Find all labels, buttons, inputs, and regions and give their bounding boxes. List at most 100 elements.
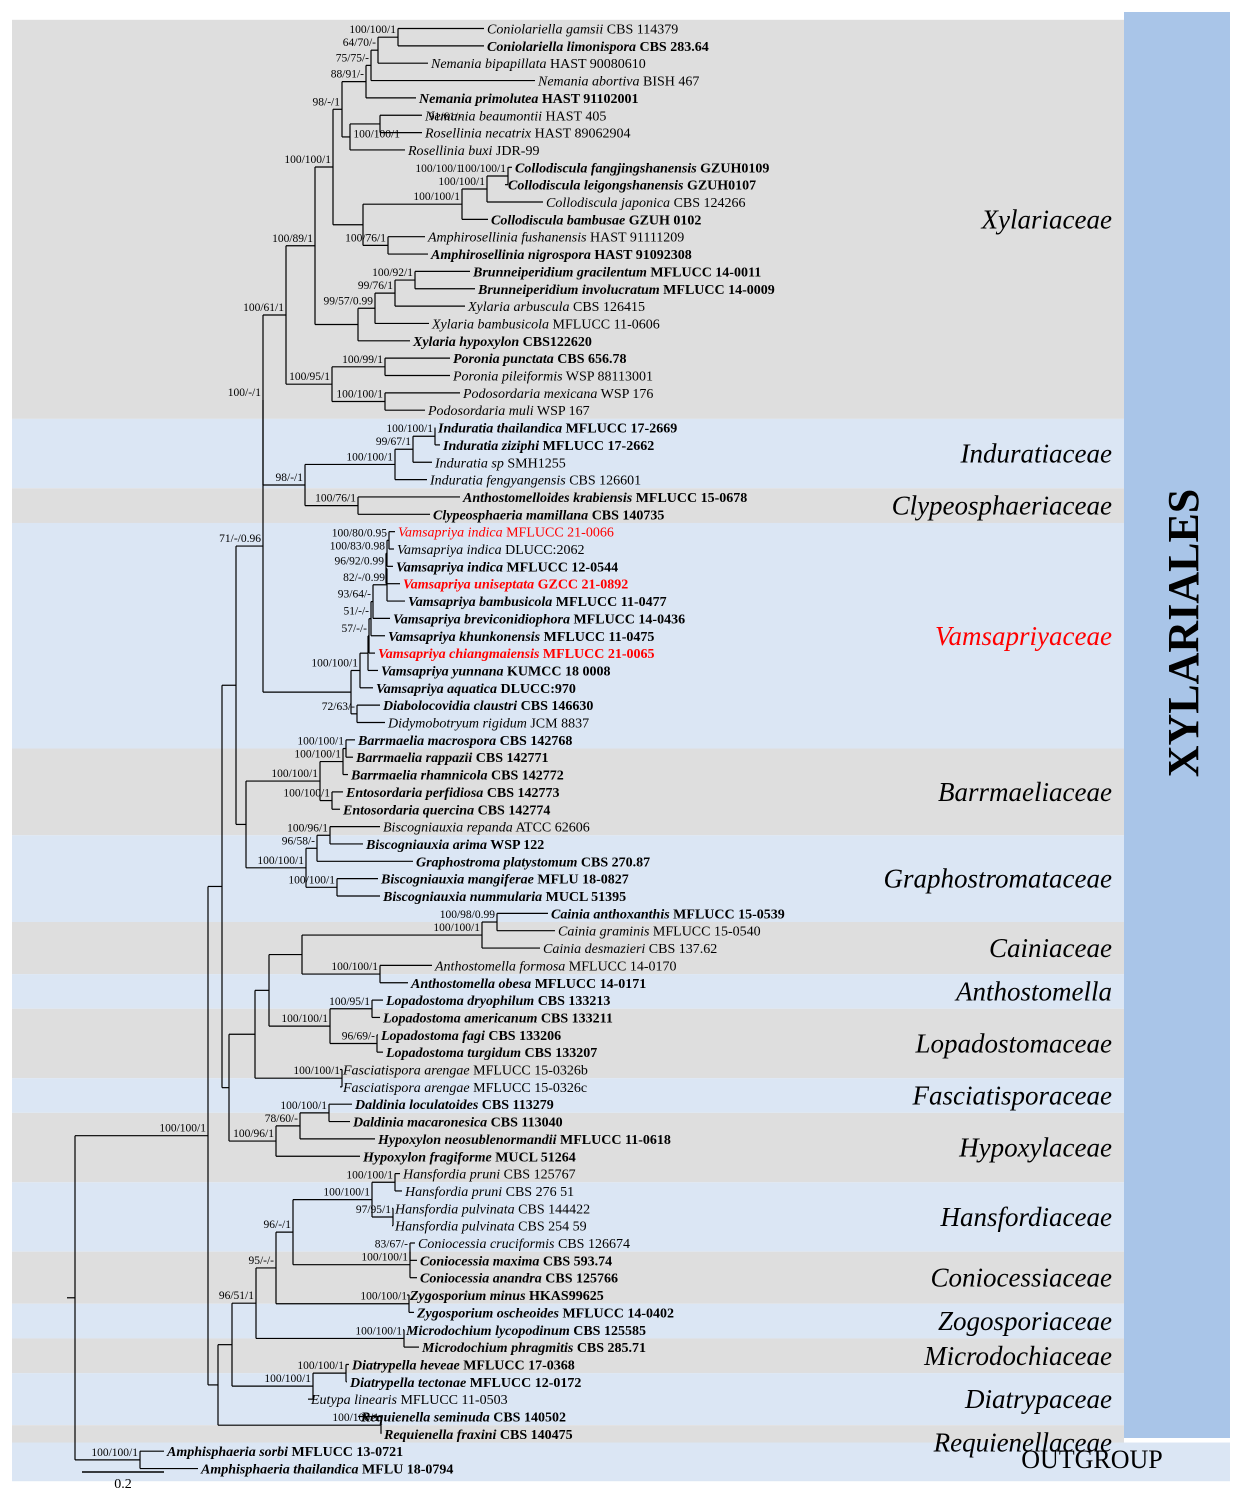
strain-code: HAST 91092308 [591,248,692,263]
taxon-name: Nemania bipapillata [430,57,547,72]
taxon-label: Collodiscula leigongshanensis GZUH0107 [508,179,756,194]
taxon-name: Hypoxylon fragiforme [362,1150,492,1165]
taxon-name: Coniocessia maxima [420,1254,539,1269]
taxon-name: Poronia pileiformis [452,370,563,385]
taxon-label: Nemania bipapillata HAST 90080610 [430,57,646,72]
strain-code: MFLUCC 17-0368 [460,1358,575,1373]
taxon-name: Anthostomelloides krabiensis [462,491,633,506]
taxon-name: Vamsapriya yunnana [381,664,504,679]
taxon-name: Vamsapriya breviconidiophora [393,612,570,627]
family-label: Clypeosphaeriaceae [892,491,1112,521]
taxon-label: Vamsapriya khunkonensis MFLUCC 11-0475 [388,630,654,645]
support-value: 100/100/1 [264,1373,311,1385]
taxon-label: Rosellinia buxi JDR-99 [407,144,539,159]
strain-code: WSP 176 [597,387,653,402]
taxon-label: Clypeosphaeria mamillana CBS 140735 [433,508,664,523]
strain-code: SMH1255 [504,456,566,471]
taxon-name: Amphisphaeria sorbi [166,1445,288,1460]
taxon-name: Xylaria arbuscula [467,300,570,315]
family-label: Coniocessiaceae [931,1263,1112,1293]
family-label: Lopadostomaceae [915,1028,1112,1058]
strain-code: WSP 122 [487,838,544,853]
support-value: 100/100/1 [386,423,433,435]
strain-code: HAST 91111209 [587,231,685,246]
strain-code: MFLUCC 14-0402 [559,1306,674,1321]
order-label: XYLARIALES [1159,489,1208,778]
strain-code: CBS 114379 [603,23,678,38]
taxon-label: Didymobotryum rigidum JCM 8837 [387,717,589,732]
strain-code: MFLU 18-0794 [359,1463,454,1478]
taxon-label: Induratia thailandica MFLUCC 17-2669 [437,422,677,437]
strain-code: MFLUCC 17-2662 [539,439,654,454]
taxon-label: Amphirosellinia fushanensis HAST 9111120… [427,231,684,246]
strain-code: KUMCC 18 0008 [504,664,611,679]
taxon-name: Clypeosphaeria mamillana [433,508,588,523]
taxon-name: Lopadostoma americanum [382,1011,538,1026]
taxon-label: Nemania beaumontii HAST 405 [424,109,606,124]
strain-code: GZCC 21-0892 [534,578,628,593]
taxon-name: Coniolariella limonispora [487,40,636,55]
taxon-name: Vamsapriya indica [398,526,503,541]
taxon-label: Poronia pileiformis WSP 88113001 [452,370,653,385]
taxon-name: Eutypa linearis [310,1393,397,1408]
taxon-label: Induratia fengyangensis CBS 126601 [429,474,641,489]
taxon-name: Barrmaelia rappazii [355,751,472,766]
taxon-name: Brunneiperidium involucratum [477,283,660,298]
taxon-name: Didymobotryum rigidum [387,717,527,732]
taxon-label: Vamsapriya yunnana KUMCC 18 0008 [381,664,610,679]
support-value: 51/-/- [343,606,369,618]
taxon-label: Collodiscula japonica CBS 124266 [546,196,746,211]
taxon-label: Vamsapriya indica MFLUCC 12-0544 [396,560,618,575]
strain-code: CBS 125585 [570,1324,646,1339]
family-band [12,1251,1124,1304]
strain-code: MFLUCC 15-0540 [649,925,760,940]
taxon-label: Vamsapriya aquatica DLUCC:970 [376,682,576,697]
taxon-label: Vamsapriya breviconidiophora MFLUCC 14-0… [393,612,685,627]
taxon-label: Collodiscula fangjingshanensis GZUH0109 [515,161,769,176]
taxon-name: Barrmaelia rhamnicola [350,769,488,784]
taxon-name: Vamsapriya indica [397,543,502,558]
taxon-name: Hypoxylon neosublenormandii [377,1133,557,1148]
strain-code: MFLUCC 11-0477 [552,595,666,610]
support-value: 100/100/1 [293,1065,340,1077]
support-value: 100/100/1 [288,874,335,886]
taxon-label: Barrmaelia rhamnicola CBS 142772 [350,769,564,784]
taxon-label: Eutypa linearis MFLUCC 11-0503 [310,1393,508,1408]
strain-code: GZUH0107 [683,179,756,194]
taxon-label: Hansfordia pulvinata CBS 254 59 [394,1220,587,1235]
taxon-name: Coniocessia anandra [420,1272,542,1287]
taxon-name: Biscogniauxia repanda [383,821,513,836]
strain-code: MFLUCC 14-0436 [570,612,685,627]
strain-code: MFLUCC 14-0011 [647,265,761,280]
support-value: 71/-/0.96 [219,533,261,545]
taxon-label: Microdochium phragmitis CBS 285.71 [421,1341,646,1356]
support-value: 100/100/1 [336,389,383,401]
taxon-name: Fasciatispora arengae [342,1064,470,1079]
support-value: 91/61/- [429,111,462,123]
taxon-label: Coniocessia cruciformis CBS 126674 [418,1237,630,1252]
support-value: 100/-/1 [228,387,261,399]
support-value: 100/83/0.98 [330,540,386,552]
strain-code: HAST 405 [542,109,606,124]
taxon-label: Brunneiperidium involucratum MFLUCC 14-0… [477,283,775,298]
family-bands [12,19,1230,1482]
taxon-name: Cainia anthoxanthis [551,907,670,922]
strain-code: MFLUCC 15-0326b [470,1064,588,1079]
taxon-name: Podosordaria mexicana [462,387,597,402]
strain-code: CBS 133207 [521,1046,597,1061]
taxon-label: Anthostomella formosa MFLUCC 14-0170 [434,959,677,974]
taxon-name: Induratia sp [434,456,504,471]
taxon-name: Requienella fraxini [383,1428,497,1443]
support-value: 100/96/1 [287,822,328,834]
family-band [12,1078,1124,1113]
taxon-label: Vamsapriya bambusicola MFLUCC 11-0477 [408,595,667,610]
support-value: 100/100/1 [459,163,506,175]
family-band [12,488,1124,523]
strain-code: CBS122620 [519,335,592,350]
taxon-name: Barrmaelia macrospora [357,734,496,749]
taxon-label: Induratia sp SMH1255 [434,456,566,471]
scale-bar-label: 0.2 [114,1477,132,1492]
taxon-name: Vamsapriya uniseptata [403,578,534,593]
taxon-label: Amphisphaeria thailandica MFLU 18-0794 [200,1463,453,1478]
strain-code: MFLUCC 15-0678 [632,491,747,506]
